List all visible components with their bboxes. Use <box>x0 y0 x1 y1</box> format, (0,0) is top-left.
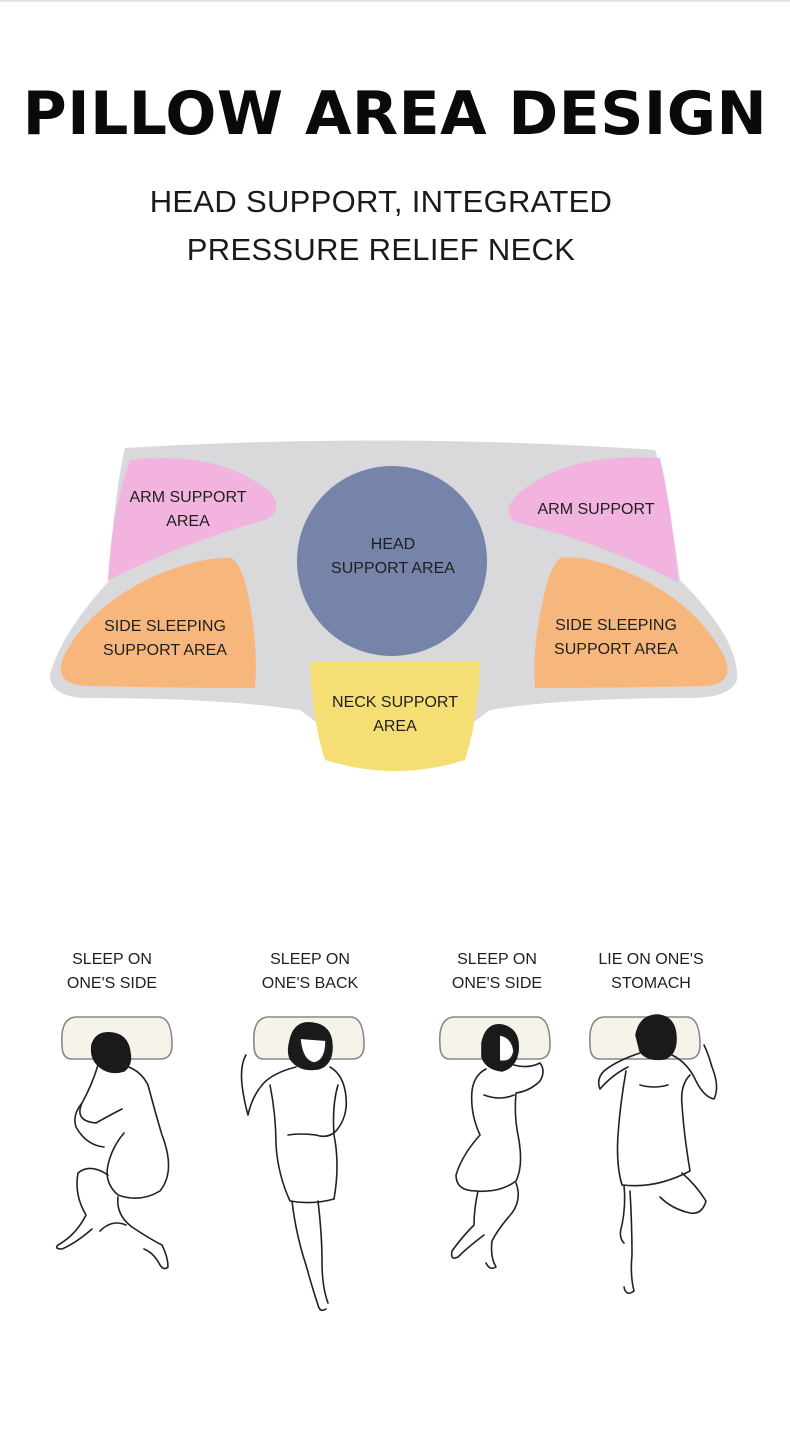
pose-label-stomach: LIE ON ONE'S STOMACH <box>598 951 704 992</box>
arm-support-zone-left <box>108 458 277 580</box>
side-sleeping-label-right: SIDE SLEEPING SUPPORT AREA <box>554 617 678 658</box>
pillow-shape <box>50 440 738 771</box>
pillow-diagram: ARM SUPPORT AREA ARM SUPPORT HEAD SUPPOR… <box>0 430 790 790</box>
head-support-label: HEAD SUPPORT AREA <box>331 536 455 577</box>
side-sleeper-figure-1 <box>55 1016 173 1270</box>
head-support-zone <box>297 466 487 656</box>
sleeping-poses-illustration <box>0 1005 790 1325</box>
pose-label-side-2: SLEEP ON ONE'S SIDE <box>451 951 543 992</box>
side-sleeping-label-left: SIDE SLEEPING SUPPORT AREA <box>103 618 227 659</box>
side-sleeping-zone-left <box>60 557 256 688</box>
back-sleeper-figure <box>240 1016 365 1312</box>
side-sleeping-zone-right <box>534 557 728 688</box>
top-divider <box>0 0 790 2</box>
pose-label-side-1: SLEEP ON ONE'S SIDE <box>66 951 158 992</box>
subtitle-line-2: PRESSURE RELIEF NECK <box>186 232 576 267</box>
arm-support-label-left: ARM SUPPORT AREA <box>129 489 247 530</box>
stomach-sleeper-figure <box>588 1014 718 1295</box>
page-title: PILLOW AREA DESIGN <box>22 79 768 149</box>
arm-support-zone-right <box>508 457 678 582</box>
arm-support-label-right: ARM SUPPORT <box>537 501 655 518</box>
side-sleeper-figure-2 <box>438 1016 551 1270</box>
neck-support-label: NECK SUPPORT AREA <box>332 694 458 735</box>
pose-label-back: SLEEP ON ONE'S BACK <box>261 951 359 992</box>
subtitle-line-1: HEAD SUPPORT, INTEGRATED <box>149 184 613 219</box>
neck-support-zone <box>310 662 480 771</box>
